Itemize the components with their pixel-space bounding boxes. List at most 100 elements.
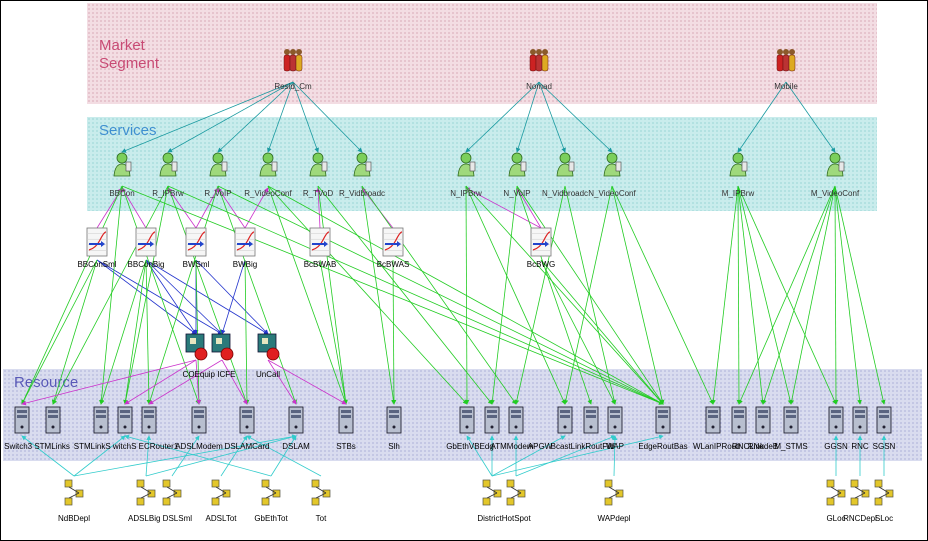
service-node[interactable] (457, 152, 476, 177)
edge (124, 434, 272, 477)
resource-node[interactable] (191, 406, 207, 434)
resource-label: EdgeRoutBas (638, 442, 688, 451)
deployment-label: GLoc (826, 514, 846, 523)
deployment-label: Tot (315, 514, 327, 523)
bandwidth-node[interactable] (530, 227, 552, 257)
deployment-node[interactable] (211, 479, 231, 506)
resource-node[interactable] (828, 406, 844, 434)
service-node[interactable] (259, 152, 278, 177)
component-node[interactable] (185, 333, 208, 361)
resource-node[interactable] (14, 406, 30, 434)
resource-label: SGSN (872, 442, 896, 451)
deployment-node[interactable] (604, 479, 624, 506)
edge (391, 259, 397, 405)
component-node[interactable] (211, 333, 234, 361)
deployment-node[interactable] (64, 479, 84, 506)
resource-node[interactable] (338, 406, 354, 434)
deployment-node[interactable] (311, 479, 331, 506)
edge (466, 435, 493, 477)
service-node[interactable] (508, 152, 527, 177)
resource-node[interactable] (655, 406, 671, 434)
resource-node[interactable] (386, 406, 402, 434)
component-label: UnCall (255, 370, 281, 379)
edge (465, 81, 540, 153)
service-node[interactable] (826, 152, 845, 177)
edge (51, 259, 98, 405)
service-node[interactable] (353, 152, 372, 177)
resource-node[interactable] (508, 406, 524, 434)
bandwidth-node[interactable] (309, 227, 331, 257)
market-segment-node[interactable] (776, 49, 796, 72)
deployment-node[interactable] (162, 479, 182, 506)
edge (491, 434, 664, 477)
resource-label: Slh (388, 442, 400, 451)
resource-node[interactable] (731, 406, 747, 434)
resource-node[interactable] (705, 406, 721, 434)
resource-node[interactable] (117, 406, 133, 434)
service-label: M_IPBrw (721, 189, 755, 198)
edge (145, 259, 152, 405)
resource-node[interactable] (852, 406, 868, 434)
edge (361, 185, 396, 405)
deployment-node[interactable] (826, 479, 846, 506)
deployment-node[interactable] (261, 479, 281, 506)
resource-label: GGSN (824, 442, 848, 451)
deployment-label: NdBDepl (57, 514, 91, 523)
market-segment-node[interactable] (283, 49, 303, 72)
service-node[interactable] (556, 152, 575, 177)
resource-node[interactable] (45, 406, 61, 434)
resource-label: M_STMS (774, 442, 808, 451)
resource-node[interactable] (607, 406, 623, 434)
resource-node[interactable] (288, 406, 304, 434)
edge (217, 81, 294, 153)
resource-label: BcastLink (550, 442, 586, 451)
bandwidth-node[interactable] (185, 227, 207, 257)
edge (737, 185, 765, 405)
bandwidth-node[interactable] (382, 227, 404, 257)
edge (361, 185, 517, 405)
edge (73, 435, 126, 477)
market-segment-node[interactable] (529, 49, 549, 72)
deployment-node[interactable] (874, 479, 894, 506)
bandwidth-node[interactable] (234, 227, 256, 257)
edge (167, 185, 664, 405)
edge (834, 185, 886, 405)
component-node[interactable] (257, 333, 280, 361)
service-node[interactable] (113, 152, 132, 177)
edge (147, 185, 219, 405)
bandwidth-node[interactable] (86, 227, 108, 257)
resource-node[interactable] (876, 406, 892, 434)
resource-node[interactable] (755, 406, 771, 434)
edge (516, 185, 592, 405)
service-node[interactable] (603, 152, 622, 177)
service-label: R_VideoConf (244, 189, 292, 198)
resource-node[interactable] (93, 406, 109, 434)
deployment-node[interactable] (482, 479, 502, 506)
resource-node[interactable] (583, 406, 599, 434)
resource-label: Switch3 STMLinks (4, 442, 70, 451)
edge (292, 81, 363, 153)
service-node[interactable] (159, 152, 178, 177)
edge (21, 259, 98, 405)
resource-node[interactable] (783, 406, 799, 434)
resource-label: RNCLink (731, 442, 765, 451)
edge (121, 187, 147, 229)
edge (267, 81, 294, 153)
bandwidth-node[interactable] (135, 227, 157, 257)
deployment-node[interactable] (506, 479, 526, 506)
services-title: Services (99, 122, 157, 139)
deployment-node[interactable] (136, 479, 156, 506)
service-node[interactable] (729, 152, 748, 177)
resource-node[interactable] (141, 406, 157, 434)
edge (465, 187, 542, 229)
service-label: R_TVoD (302, 189, 334, 198)
service-node[interactable] (309, 152, 328, 177)
resource-node[interactable] (484, 406, 500, 434)
resource-node[interactable] (239, 406, 255, 434)
resource-node[interactable] (557, 406, 573, 434)
deployment-node[interactable] (850, 479, 870, 506)
edge (195, 259, 269, 335)
edge (121, 185, 200, 405)
resource-node[interactable] (459, 406, 475, 434)
service-node[interactable] (209, 152, 228, 177)
